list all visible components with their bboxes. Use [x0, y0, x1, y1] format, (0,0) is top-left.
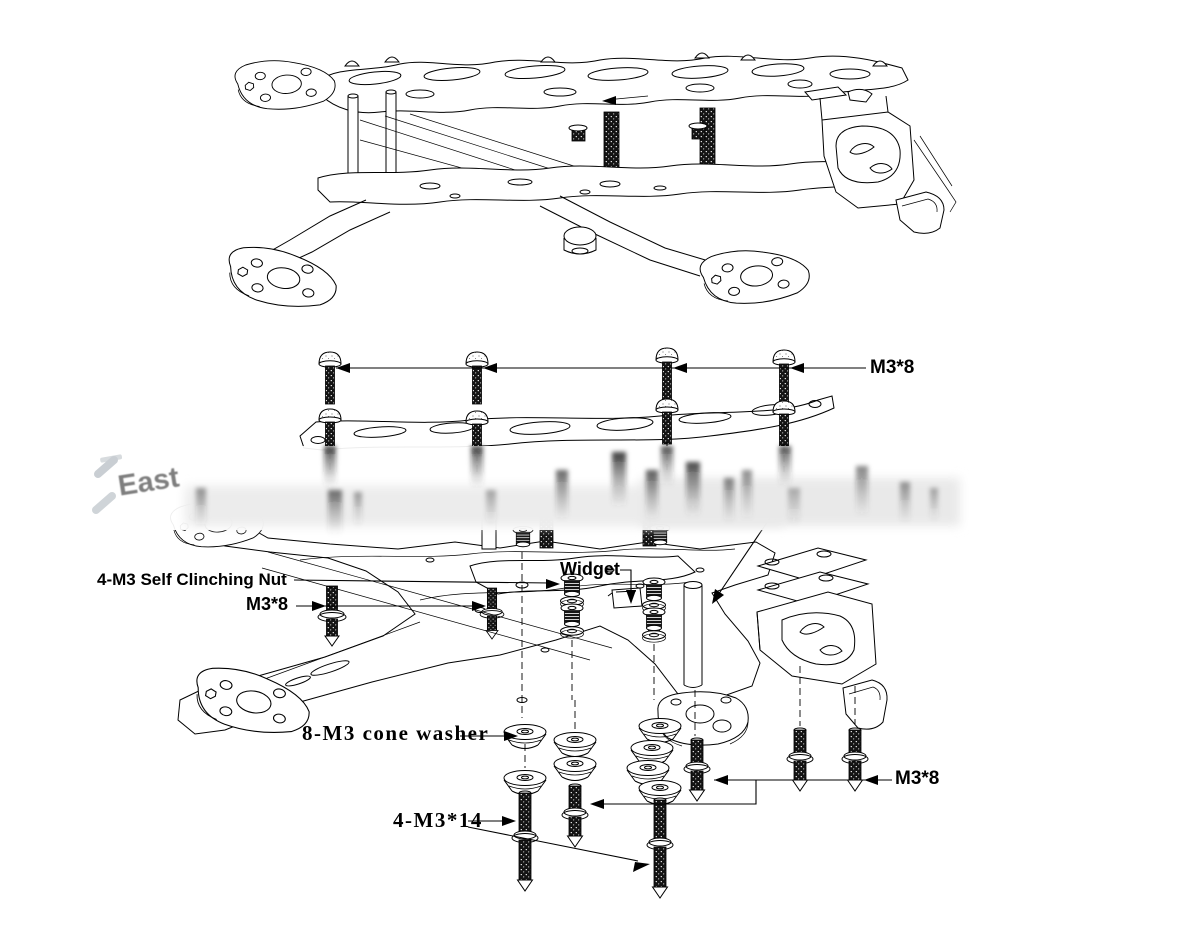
m3x8-screw	[465, 351, 489, 405]
exploded-frame-view	[168, 495, 888, 768]
insert-arrow	[712, 517, 771, 604]
m3x8-screw	[772, 349, 796, 403]
label-widget: Widget	[560, 559, 620, 579]
m3x8-bolt	[561, 783, 589, 848]
leader-top-m3x8	[336, 363, 866, 373]
centerlines	[521, 552, 856, 768]
top-plate-screw-heads	[344, 52, 888, 67]
rear-mount-assembly-exploded	[756, 547, 888, 730]
label-cone-washer: 8-M3 cone washer	[302, 721, 490, 745]
m3x14-bolt	[646, 797, 674, 899]
bottom-plate	[317, 161, 909, 205]
top-plate-cutouts	[348, 63, 871, 99]
label-bottom-m3x8: M3*8	[895, 768, 940, 789]
leaders-lower	[293, 569, 636, 611]
cone-washer	[553, 756, 597, 781]
leader-cone-washer	[460, 731, 518, 741]
motor-mount	[698, 243, 813, 309]
m3x8-screw-side	[317, 585, 347, 647]
label-top-m3x8: M3*8	[870, 357, 915, 378]
rear-mount-assembly	[804, 86, 957, 234]
motor-mount	[233, 55, 337, 113]
m3x8-bolt	[841, 727, 869, 792]
top-plate	[319, 55, 909, 114]
center-pod	[563, 226, 597, 255]
m3x8-bolt	[683, 737, 711, 802]
smudge-streaks	[196, 446, 938, 535]
east-watermark-logo	[92, 454, 123, 514]
hardware-view	[460, 718, 892, 899]
direction-arrow	[602, 96, 616, 105]
assembled-frame-view	[223, 52, 957, 314]
bottom-plate-cutouts	[419, 178, 667, 199]
label-m3x14: 4-M3*14	[393, 808, 483, 832]
watermark-band	[92, 446, 960, 535]
leader-bottom-m3x8	[590, 775, 892, 809]
rear-standoff-post	[683, 581, 703, 688]
m3x8-screw	[318, 351, 342, 405]
motor-mount	[223, 242, 341, 314]
top-plate-exploded	[299, 395, 835, 451]
m3x8-screw	[655, 347, 679, 401]
leader-m3x14	[467, 816, 650, 872]
label-side-m3x8: M3*8	[246, 594, 289, 614]
cone-washer	[553, 732, 597, 757]
m3x14-bolt	[511, 790, 539, 892]
m3x8-bolt	[786, 727, 814, 792]
label-self-clinching-nut: 4-M3 Self Clinching Nut	[97, 570, 287, 589]
top-plate-exploded-cutouts	[310, 400, 822, 444]
bottom-center-motor-pod	[657, 691, 749, 747]
